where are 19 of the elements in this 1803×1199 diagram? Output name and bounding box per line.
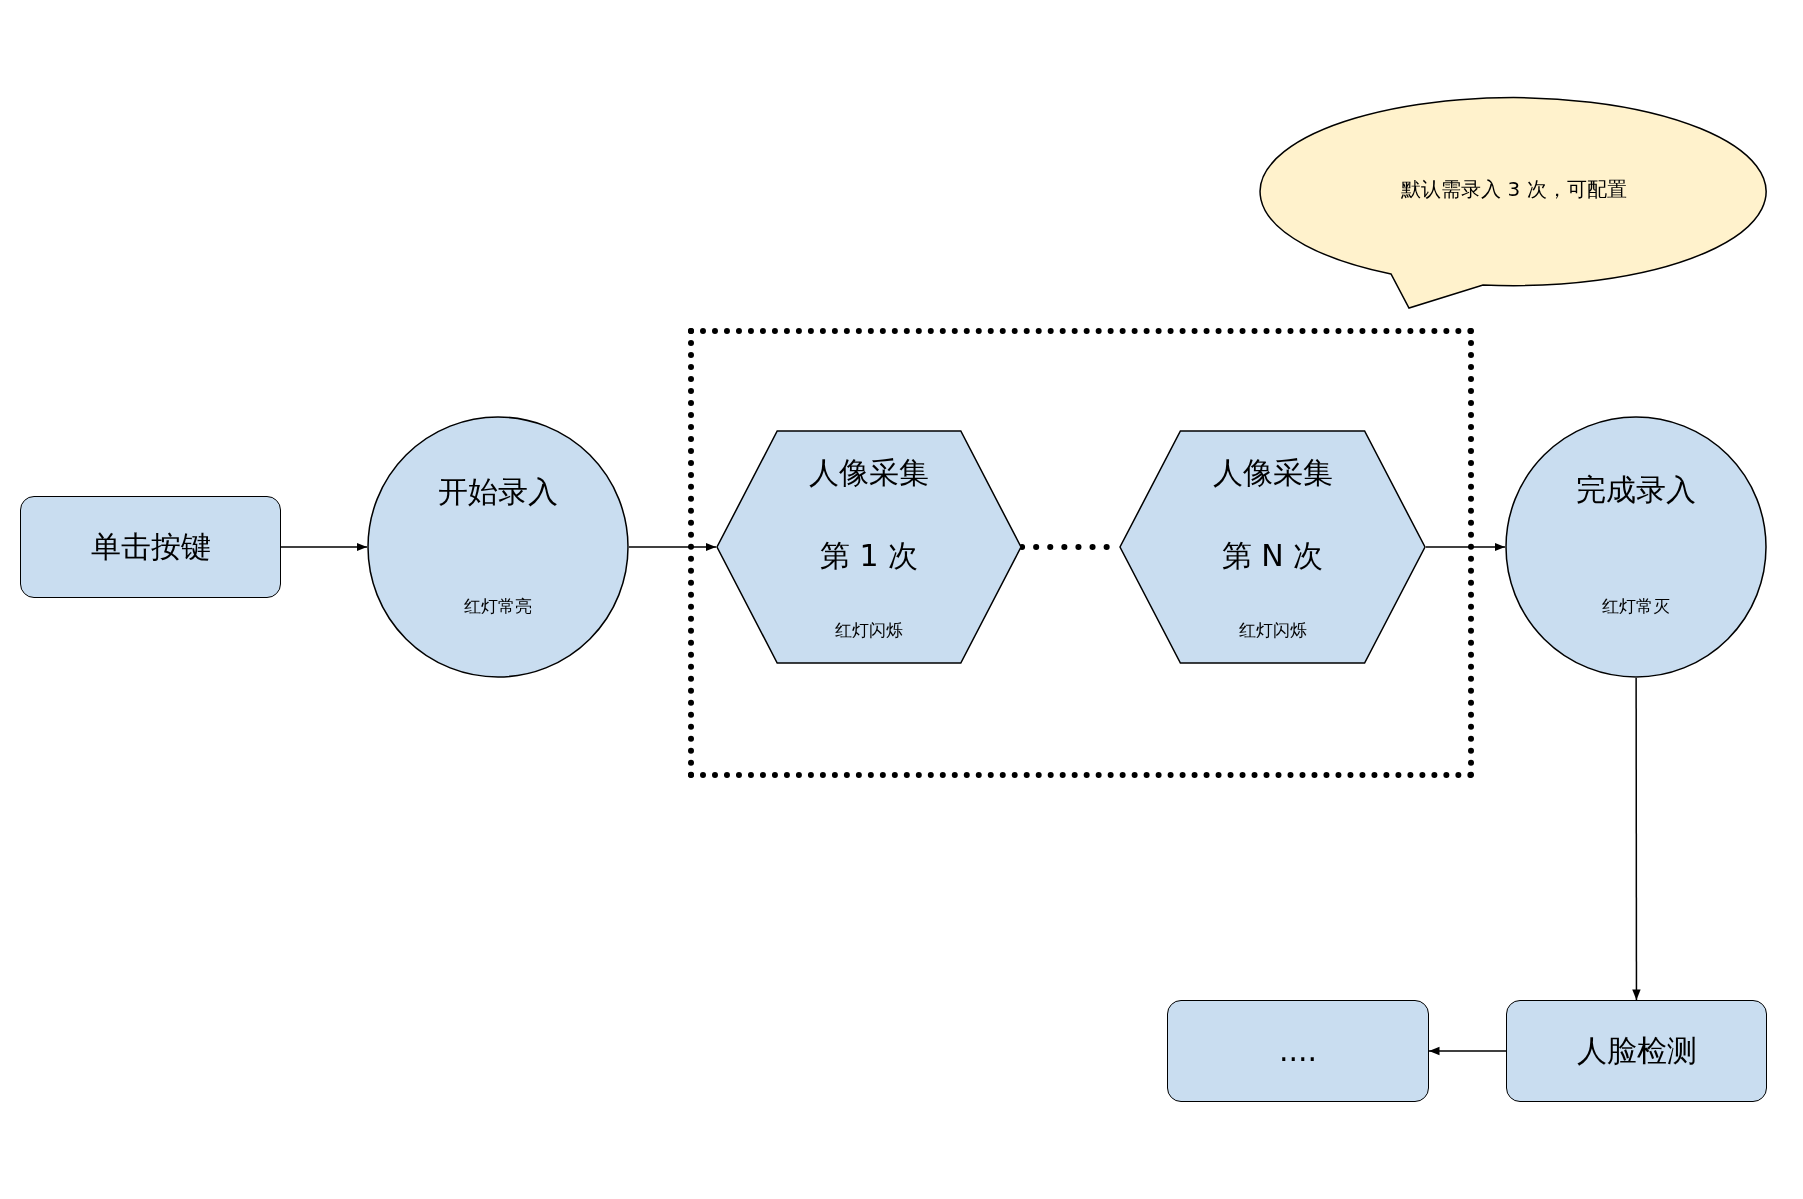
step-label: 单击按键 <box>89 529 212 565</box>
step-label: 人像采集 <box>808 455 930 491</box>
state-label: 完成录入 <box>1575 472 1697 508</box>
status-note: 第 1 次 <box>818 538 920 574</box>
status-note: 红灯常亮 <box>463 595 533 617</box>
callout-text: 默认需录入 3 次，可配置 <box>1400 177 1628 201</box>
status-note: 第 N 次 <box>1220 538 1325 574</box>
step-label: 人脸检测 <box>1575 1033 1698 1069</box>
arrow <box>628 542 717 552</box>
status-note: 红灯闪烁 <box>834 619 904 641</box>
status-note: 红灯常灭 <box>1601 595 1671 617</box>
status-note: 红灯闪烁 <box>1237 619 1308 641</box>
arrow <box>1425 542 1506 552</box>
arrow <box>280 542 368 552</box>
arrow <box>1632 677 1641 1001</box>
step-label: 人像采集 <box>1211 455 1334 491</box>
arrow <box>1428 1046 1507 1056</box>
state-label: 开始录入 <box>437 474 559 510</box>
step-label: .... <box>1277 1033 1319 1069</box>
